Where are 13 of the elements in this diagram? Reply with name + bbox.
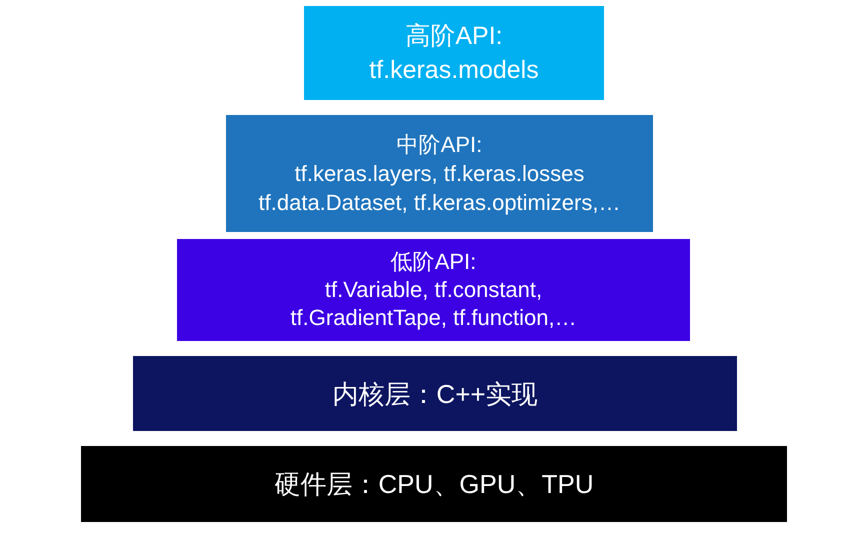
layer-label: 硬件层：CPU、GPU、TPU: [274, 468, 594, 501]
layer-heading: 中阶API:: [396, 131, 482, 159]
layer-heading: 低阶API:: [390, 248, 476, 276]
layer-label: 内核层：C++实现: [332, 378, 538, 410]
api-list: tf.Variable, tf.constant, tf.GradientTape, tf.function,…: [274, 276, 594, 332]
layer-box: [177, 239, 690, 341]
layer-box: [226, 115, 653, 232]
layer-heading: 高阶API:: [405, 21, 503, 52]
layer-box: [304, 6, 604, 100]
api-list: tf.keras.models: [369, 53, 539, 87]
layer-box: [81, 446, 787, 522]
api-list: tf.keras.layers, tf.keras.losses tf.data.Dataset, tf.keras.optimizers,…: [240, 159, 640, 217]
layer-box: [133, 356, 737, 431]
